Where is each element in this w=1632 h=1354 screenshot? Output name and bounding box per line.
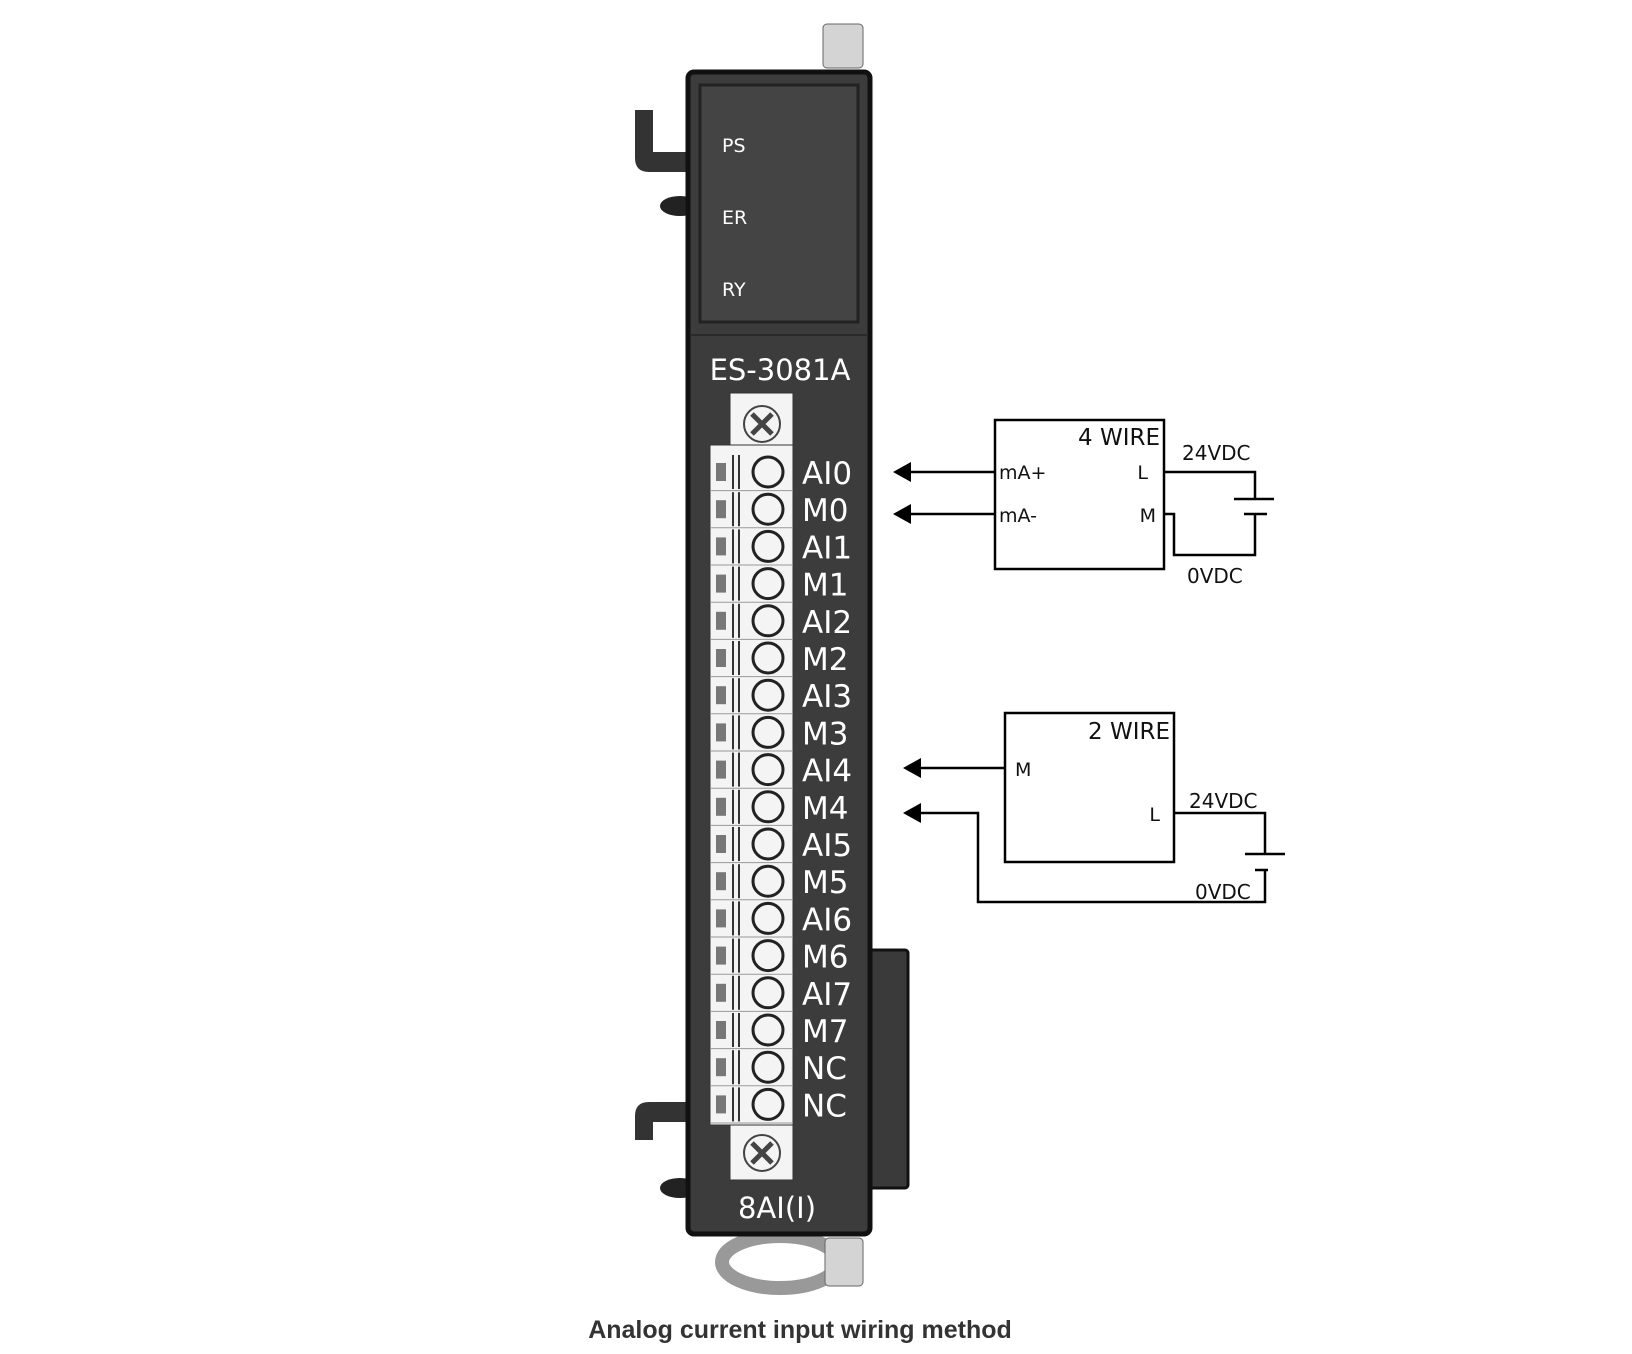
terminal-screw-hole [751,567,785,601]
terminal-screw-hole [751,455,785,489]
wire-return [915,811,1267,904]
terminal-screw-hole [751,939,785,973]
four-wire-title: 4 WIRE [1078,425,1160,451]
terminal-tab [716,797,726,816]
terminal-screw-hole [751,901,785,935]
terminal-screw-hole [751,492,785,526]
terminal-screw-hole [751,827,785,861]
terminal-screw-hole [751,1013,785,1047]
terminal-tab [716,574,726,593]
led-panel [698,83,860,324]
terminal-label: AI4 [802,754,852,790]
top-screw-block [729,392,794,446]
terminal-label: M0 [802,493,848,529]
screw-cross [750,1141,774,1165]
terminal-tab [716,500,726,519]
pin-m: M [1015,759,1031,781]
type-label: 8AI(I) [738,1191,816,1225]
screw-icon [743,405,781,443]
pin-l: L [1137,462,1148,484]
terminal-tab [716,686,726,705]
terminal-screw-hole [751,641,785,675]
led-er: ER [722,207,747,229]
terminal-label: AI5 [802,828,852,864]
terminal-tab [716,1058,726,1077]
terminal-label: AI2 [802,605,852,641]
top-screw [822,23,864,69]
supply-24v: 24VDC [1189,789,1258,813]
terminal-tab [716,909,726,928]
terminal-label: AI1 [802,530,852,566]
terminal-label: NC [802,1051,847,1087]
wire-24v [1174,811,1267,854]
screw-icon [743,1134,781,1172]
arrow-icon [903,758,921,778]
terminal-tab [716,983,726,1002]
terminal-tab [716,537,726,556]
terminal-screw-hole [751,1087,785,1121]
wire-24v [1164,470,1257,499]
terminal-screw-hole [751,678,785,712]
terminal-tab [716,1021,726,1039]
terminal-label: M5 [802,865,848,901]
bottom-ring [715,1229,845,1295]
terminal-screw-hole [751,715,785,749]
terminal-screw-hole [751,976,785,1010]
terminal-label: M1 [802,568,848,604]
wire-0v [1164,512,1257,557]
terminal-screw-hole [751,864,785,898]
caption: Analog current input wiring method [588,1316,1012,1344]
top-clip [635,110,689,172]
model-label: ES-3081A [710,353,851,387]
supply-0v: 0VDC [1187,564,1243,588]
terminal-tab [716,649,726,667]
supply-24v: 24VDC [1182,441,1251,465]
terminal-tab [716,835,726,853]
bottom-clip [635,1102,689,1186]
terminal-tab [716,723,726,742]
terminal-label: NC [802,1088,847,1124]
terminal-label: AI0 [802,456,852,492]
terminal-screw-hole [751,753,785,787]
terminal-screw-hole [751,1050,785,1084]
pin-ma-minus: mA- [999,505,1037,527]
screw-cross [750,412,774,436]
terminal-tab [716,611,726,630]
arrow-icon [903,803,921,823]
supply-0v: 0VDC [1195,880,1251,904]
terminal-label: M6 [802,940,848,976]
arrow-icon [893,462,911,482]
terminal-screw-hole [751,790,785,824]
two-wire-box [1003,711,1176,864]
terminal-label: M3 [802,716,848,752]
terminal-screw-hole [751,529,785,563]
led-ry: RY [722,279,746,301]
two-wire-title: 2 WIRE [1088,719,1170,745]
terminal-label: M7 [802,1014,848,1050]
terminal-screw-hole [751,604,785,638]
pin-l: L [1149,804,1160,826]
bottom-screw [824,1237,864,1287]
terminal-label: AI6 [802,902,852,938]
terminal-tab [716,760,726,779]
pin-m: M [1140,505,1156,527]
terminal-label: M2 [802,642,848,678]
terminal-tab [716,872,726,891]
led-ps: PS [722,135,746,157]
terminal-tab [716,463,726,481]
arrow-icon [893,504,911,524]
four-wire-box [993,418,1166,571]
terminal-label: AI3 [802,679,852,715]
terminal-label: M4 [802,791,848,827]
terminal-label: AI7 [802,977,852,1013]
terminal-tab [716,1095,726,1114]
terminal-tab [716,946,726,965]
pin-ma-plus: mA+ [999,462,1046,484]
